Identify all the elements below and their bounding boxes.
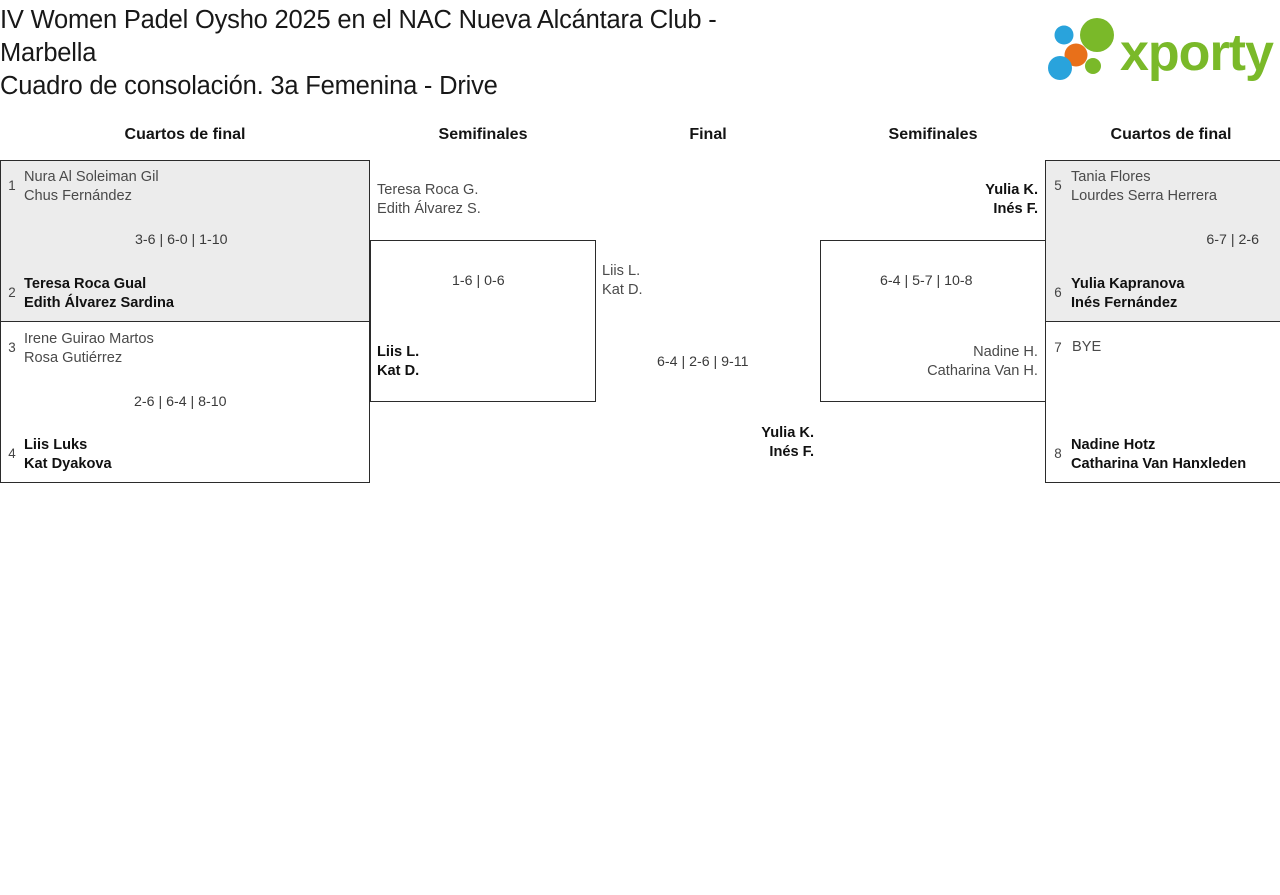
player-name: Kat Dyakova bbox=[24, 456, 112, 472]
team-qf-left-1-top: Nura Al Soleiman Gil Chus Fernández bbox=[24, 168, 159, 206]
player-name: Edith Álvarez Sardina bbox=[24, 295, 175, 311]
match-box-qf-right-1[interactable] bbox=[1045, 160, 1280, 322]
column-header-qf-left: Cuartos de final bbox=[124, 126, 246, 143]
column-header-final: Final bbox=[689, 126, 727, 143]
team-qf-left-2-bottom: Liis Luks Kat Dyakova bbox=[24, 436, 112, 474]
score-sf-left: 1-6 | 0-6 bbox=[452, 273, 505, 289]
logo-dot-green-large bbox=[1080, 18, 1114, 52]
player-name: Liis L. bbox=[602, 263, 641, 279]
player-name: Nadine H. bbox=[973, 344, 1038, 360]
score-qf-left-2: 2-6 | 6-4 | 8-10 bbox=[134, 394, 227, 410]
player-name: Kat D. bbox=[602, 282, 643, 298]
team-final-left: Liis L. Kat D. bbox=[602, 262, 643, 300]
xporty-logo: xporty bbox=[1048, 18, 1276, 84]
player-name: Catharina Van H. bbox=[927, 363, 1038, 379]
team-qf-right-1-top: Tania Flores Lourdes Serra Herrera bbox=[1071, 168, 1217, 206]
player-name: Irene Guirao Martos bbox=[24, 331, 154, 347]
player-name: Nura Al Soleiman Gil bbox=[24, 169, 159, 185]
match-box-qf-left-1[interactable] bbox=[0, 160, 370, 322]
score-qf-right-1: 6-7 | 2-6 bbox=[1206, 232, 1259, 248]
page-title: IV Women Padel Oysho 2025 en el NAC Nuev… bbox=[0, 4, 1030, 103]
score-final: 6-4 | 2-6 | 9-11 bbox=[657, 354, 749, 370]
player-name: Lourdes Serra Herrera bbox=[1071, 188, 1218, 204]
logo-dot-blue-large bbox=[1048, 56, 1072, 80]
seed-number-3: 3 bbox=[8, 340, 16, 355]
team-qf-right-1-bottom: Yulia Kapranova Inés Fernández bbox=[1071, 275, 1185, 313]
team-qf-left-1-bottom: Teresa Roca Gual Edith Álvarez Sardina bbox=[24, 275, 174, 313]
player-name: Yulia K. bbox=[761, 425, 814, 441]
player-name: Teresa Roca G. bbox=[377, 182, 479, 198]
team-sf-right-bottom: Nadine H. Catharina Van H. bbox=[826, 343, 1038, 381]
player-name: Chus Fernández bbox=[24, 188, 132, 204]
player-name: Rosa Gutiérrez bbox=[24, 350, 123, 366]
logo-dot-green-small bbox=[1085, 58, 1101, 74]
score-qf-left-1: 3-6 | 6-0 | 1-10 bbox=[135, 232, 228, 248]
player-name: Edith Álvarez S. bbox=[377, 201, 481, 217]
score-sf-right: 6-4 | 5-7 | 10-8 bbox=[880, 273, 973, 289]
title-line-2: Marbella bbox=[0, 39, 97, 67]
seed-number-2: 2 bbox=[8, 285, 16, 300]
player-name: Inés F. bbox=[769, 444, 814, 460]
player-name: Yulia K. bbox=[985, 182, 1038, 198]
team-qf-right-2-top: BYE bbox=[1072, 339, 1102, 355]
player-name: Kat D. bbox=[377, 363, 420, 379]
team-sf-right-top: Yulia K. Inés F. bbox=[826, 181, 1038, 219]
seed-number-8: 8 bbox=[1054, 446, 1062, 461]
player-name: Inés Fernández bbox=[1071, 295, 1178, 311]
team-qf-right-2-bottom: Nadine Hotz Catharina Van Hanxleden bbox=[1071, 436, 1246, 474]
player-name: Yulia Kapranova bbox=[1071, 276, 1185, 292]
xporty-logo-icon: xporty bbox=[1048, 18, 1275, 82]
player-name: Tania Flores bbox=[1071, 169, 1151, 185]
team-qf-left-2-top: Irene Guirao Martos Rosa Gutiérrez bbox=[24, 330, 154, 368]
column-header-sf-left: Semifinales bbox=[438, 126, 528, 143]
column-header-qf-right: Cuartos de final bbox=[1110, 126, 1232, 143]
title-line-1: IV Women Padel Oysho 2025 en el NAC Nuev… bbox=[0, 6, 717, 34]
column-header-sf-right: Semifinales bbox=[888, 126, 978, 143]
seed-number-5: 5 bbox=[1054, 178, 1062, 193]
logo-wordmark: xporty bbox=[1120, 24, 1274, 82]
title-line-3: Cuadro de consolación. 3a Femenina - Dri… bbox=[0, 72, 498, 100]
player-name: Teresa Roca Gual bbox=[24, 276, 147, 292]
page-header: IV Women Padel Oysho 2025 en el NAC Nuev… bbox=[0, 0, 1280, 112]
logo-dot-blue-small bbox=[1054, 25, 1074, 45]
seed-number-6: 6 bbox=[1054, 285, 1062, 300]
tournament-bracket: Cuartos de final Semifinales Final Semif… bbox=[0, 112, 1280, 512]
player-name: Catharina Van Hanxleden bbox=[1071, 456, 1247, 472]
seed-number-1: 1 bbox=[8, 178, 16, 193]
team-sf-left-top: Teresa Roca G. Edith Álvarez S. bbox=[377, 181, 481, 219]
player-name: Liis Luks bbox=[24, 437, 88, 453]
seed-number-4: 4 bbox=[8, 446, 16, 461]
player-name: Liis L. bbox=[377, 344, 420, 360]
team-final-right: Yulia K. Inés F. bbox=[600, 424, 814, 462]
player-name: Nadine Hotz bbox=[1071, 437, 1156, 453]
seed-number-7: 7 bbox=[1054, 340, 1062, 355]
match-box-sf-right[interactable] bbox=[820, 240, 1046, 402]
match-box-qf-right-2[interactable] bbox=[1045, 321, 1280, 483]
player-name: Inés F. bbox=[993, 201, 1038, 217]
team-sf-left-bottom: Liis L. Kat D. bbox=[377, 343, 419, 381]
logo-dot-orange bbox=[1064, 43, 1088, 67]
match-box-sf-left[interactable] bbox=[370, 240, 596, 402]
match-box-qf-left-2[interactable] bbox=[0, 321, 370, 483]
